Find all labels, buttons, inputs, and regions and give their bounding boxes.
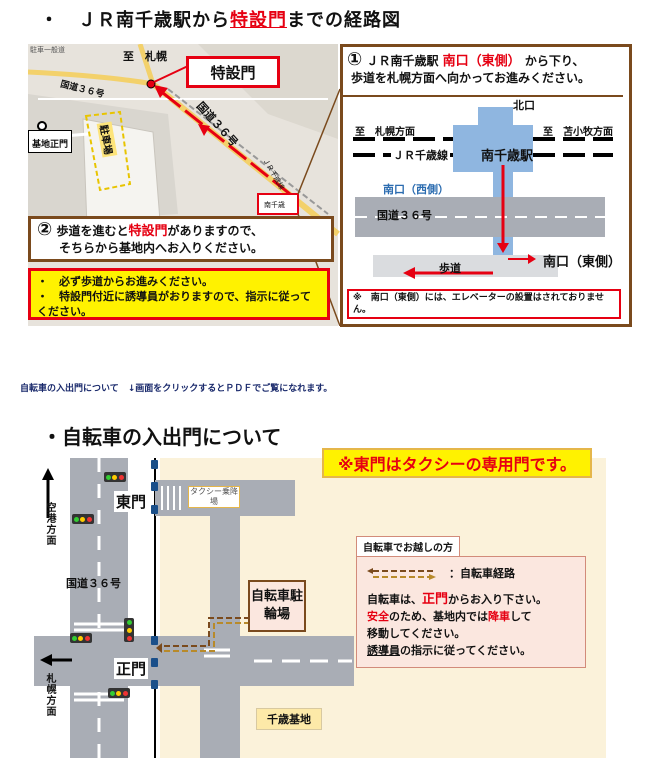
- station-kitaguchi: 北口: [513, 99, 535, 112]
- boundary-gate-post: [151, 460, 158, 469]
- legend-box: ：自転車経路 自転車は、正門からお入り下さい。 安全のため、基地内では降車して …: [356, 556, 586, 668]
- yellow-notice: ・ 必ず歩道からお進みください。 ・ 特設門付近に誘導員がおりますので、指示に従…: [28, 268, 330, 320]
- boundary-gate-post: [151, 680, 158, 689]
- station-diagram: [353, 107, 613, 279]
- label-bicycle-parking: 自転車駐輪場: [248, 580, 306, 632]
- callout-1: ① ＪＲ南千歳駅 南口（東側） から下り、 歩道を札幌方面へ向かってお進みくださ…: [347, 49, 591, 86]
- pdf-caption-link[interactable]: 自転車の入出門について ↓画面をクリックするとＰＤＦでご覧になれます。: [20, 384, 333, 394]
- notice-line-2: ・ 特設門付近に誘導員がおりますので、指示に従ってください。: [37, 290, 312, 318]
- label-main-gate: 正門: [114, 658, 149, 679]
- route-line-icon: [367, 568, 436, 580]
- station-name: 南千歳駅: [481, 149, 534, 164]
- station-elevator-note: ※ 南口（東側）には、エレベーターの設置はされておりません。: [347, 289, 621, 319]
- traffic-light-icon: [104, 472, 126, 482]
- label-route36: 国道３６号: [66, 577, 121, 590]
- station-to-tomakomai: 至 苫小牧方面: [543, 127, 613, 138]
- boundary-gate-post: [151, 636, 158, 645]
- traffic-light-icon: [124, 618, 134, 642]
- traffic-light-icon: [70, 633, 92, 643]
- station-jr-line: ＪＲ千歳線: [391, 147, 450, 163]
- label-kuko-direction: 空港方面: [44, 502, 55, 546]
- boundary-gate-post: [151, 482, 158, 491]
- callout-2: ② 歩道を進むと特設門がありますので、 そちらから基地内へお入りください。: [28, 216, 334, 262]
- page-title-bicycle: ・自転車の入出門について: [42, 425, 282, 449]
- station-west-exit: 南口（西側）: [383, 183, 449, 196]
- label-taxi-stand: タクシー乗降場: [188, 486, 240, 508]
- boundary-gate-post: [151, 658, 158, 667]
- label-sapporo-direction: 札幌方面: [44, 673, 55, 717]
- map-label-minami-chitose: 南千歳: [264, 201, 285, 209]
- traffic-light-icon: [108, 688, 130, 698]
- bicycle-map-figure[interactable]: 空港方面 札幌方面 国道３６号 東門 正門 タクシー乗降場 自転車駐輪場 千歳基…: [34, 448, 608, 758]
- title-suffix: までの経路図: [287, 10, 401, 31]
- legend-header: 自転車でお越しの方: [356, 536, 460, 557]
- station-route36: 国道３６号: [377, 209, 432, 222]
- legend-text: 自転車は、正門からお入り下さい。 安全のため、基地内では降車して 移動してくださ…: [367, 592, 548, 657]
- title-red: 特設門: [230, 10, 287, 31]
- label-east-gate: 東門: [114, 491, 149, 512]
- page-title-route: ・ ＪＲ南千歳駅から特設門までの経路図: [40, 6, 401, 32]
- callout-1-num: ①: [347, 49, 363, 70]
- station-east-exit: 南口（東側）: [543, 255, 622, 270]
- station-diagram-panel: ① ＪＲ南千歳駅 南口（東側） から下り、 歩道を札幌方面へ向かってお進みくださ…: [340, 44, 632, 327]
- label-chitose-base: 千歳基地: [256, 708, 322, 730]
- east-gate-taxi-notice: ※東門はタクシーの専用門です。: [322, 448, 592, 478]
- map-label-tokusetsumon: 特設門: [186, 56, 280, 88]
- station-to-sapporo: 至 札幌方面: [355, 127, 415, 138]
- boundary-gate-post: [151, 505, 158, 514]
- map-label-sapporo: 至 札幌: [123, 50, 167, 63]
- map-corner-text: 駐車一般道: [30, 46, 65, 54]
- map-label-kichi-seimon: 基地正門: [28, 130, 73, 153]
- route-map-figure[interactable]: 駐車一般道 至 札幌 国道３６号 基地正門 駐車場 特設門 国道３６号 ＪＲ千歳…: [28, 44, 632, 327]
- station-sidewalk: 歩道: [439, 262, 461, 275]
- title-prefix: ・ ＪＲ南千歳駅から: [40, 10, 230, 31]
- legend-route-label: ：自転車経路: [449, 567, 515, 580]
- traffic-light-icon: [72, 514, 94, 524]
- notice-line-1: ・ 必ず歩道からお進みください。: [37, 275, 213, 288]
